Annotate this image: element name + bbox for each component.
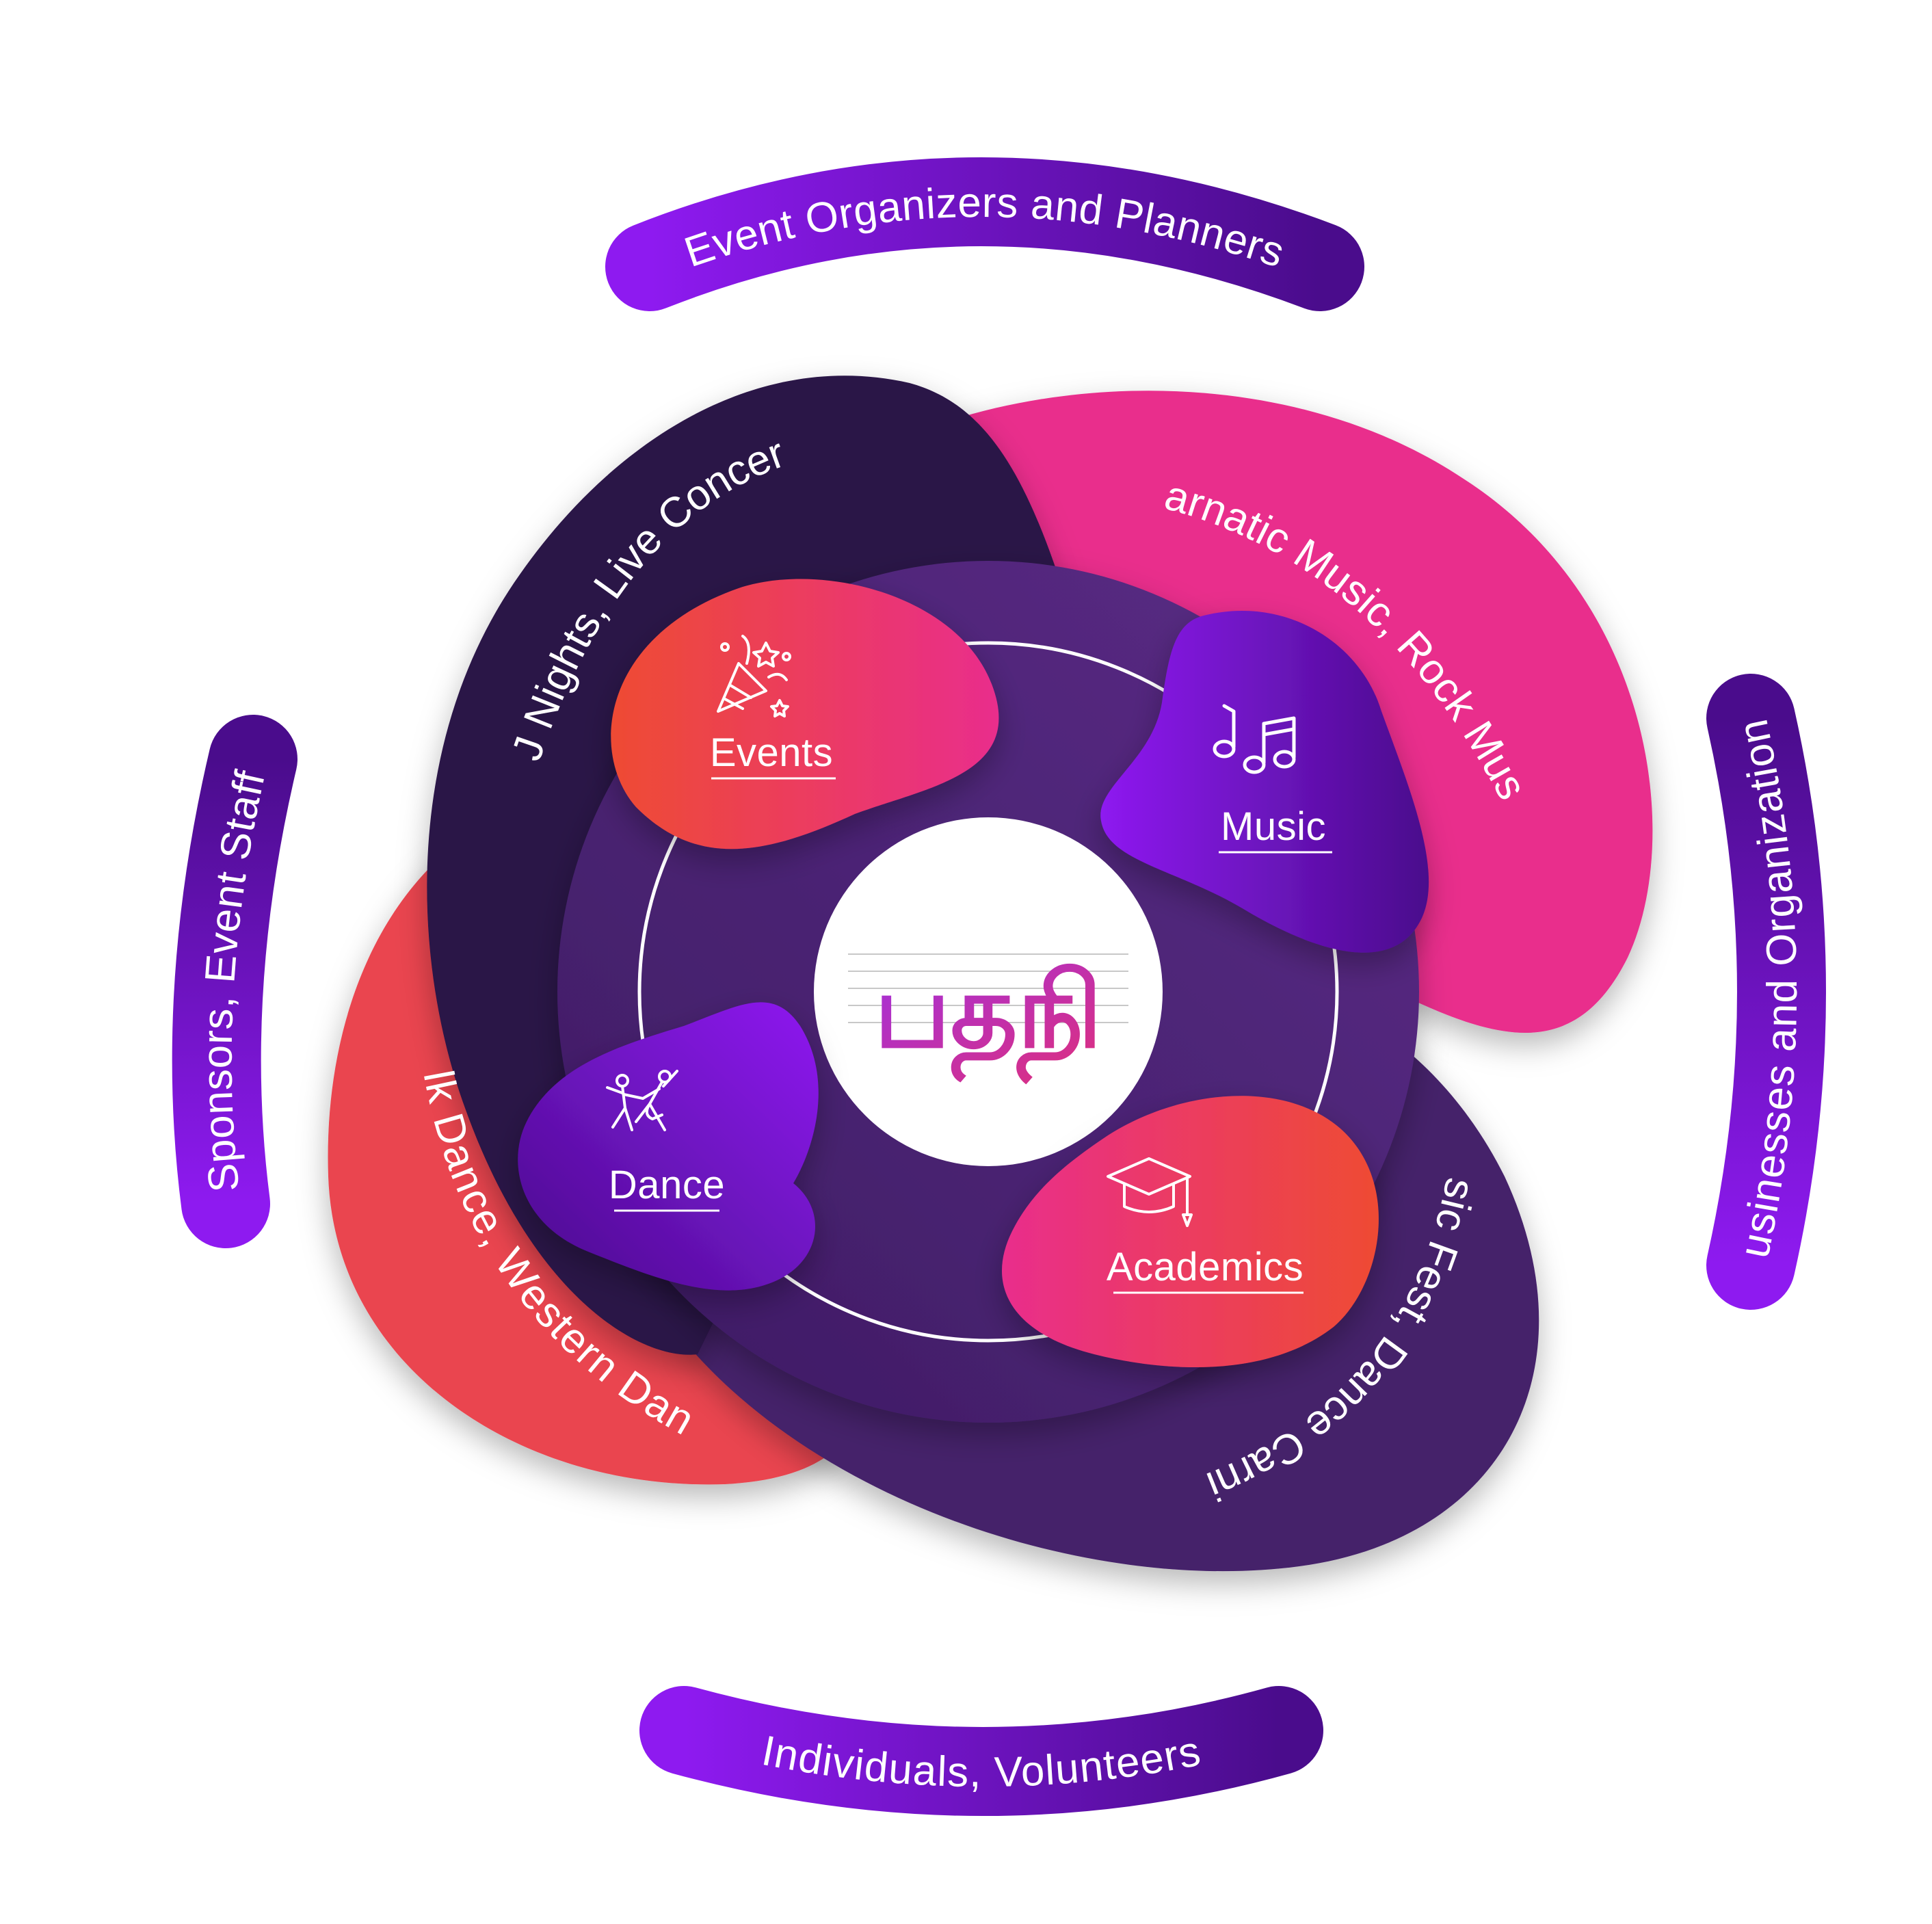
center-ring [637,641,1339,1343]
category-academics-label: Academics [1107,1245,1304,1289]
category-events[interactable] [611,579,999,849]
dancing-couple-icon [606,1070,678,1131]
logo-text: பதநி [874,952,1102,1085]
category-music-label: Music [1221,804,1326,849]
category-dance[interactable] [518,1002,819,1291]
graduation-cap-icon [1107,1157,1193,1227]
center-logo-disc [814,817,1163,1166]
outer-arc-left: Sponsors, Event Staff [172,715,297,1248]
category-dance-label: Dance [609,1163,725,1207]
outer-arc-bottom: Individuals, Volunteers [639,1686,1323,1816]
category-academics[interactable] [1002,1096,1379,1368]
category-events-label: Events [710,730,833,775]
party-popper-icon [717,635,791,717]
music-notes-icon [1213,704,1296,774]
tamil-music-logo: பதநி [848,952,1128,1085]
category-music[interactable] [1100,610,1429,953]
outer-arc-top: Event Organizers and Planners [605,157,1364,311]
